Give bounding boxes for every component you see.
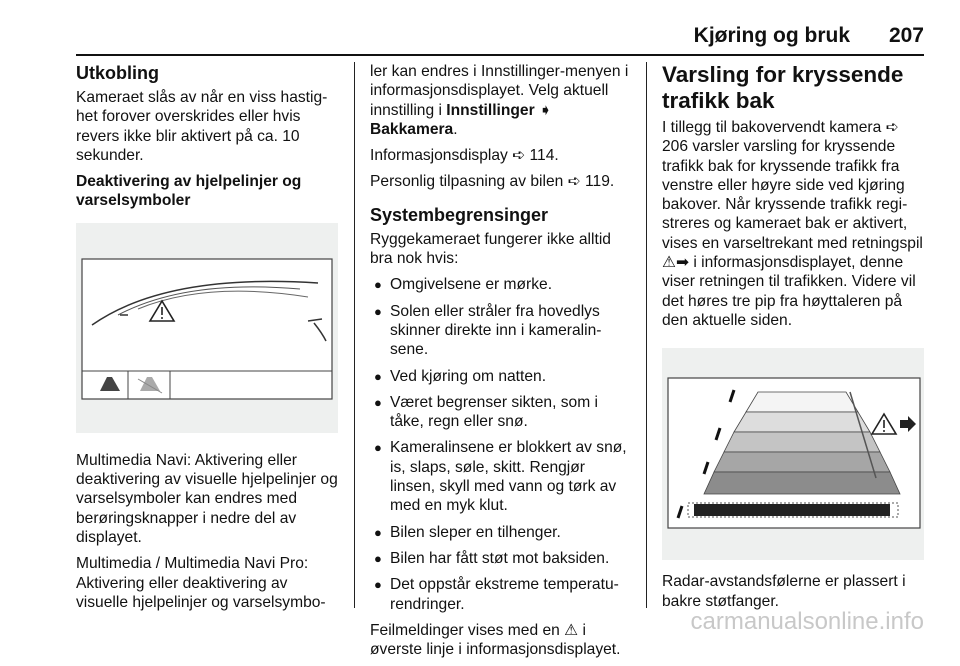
warning-triangle-icon <box>148 299 176 322</box>
heading-cross-traffic-alert: Varsling for kryssende trafikk bak <box>662 62 904 113</box>
section-title: Kjøring og bruk <box>693 24 850 47</box>
display-frame <box>81 258 333 400</box>
cross-traffic-display-illustration <box>662 348 924 561</box>
page-header: Kjøring og bruk 207 <box>0 0 960 56</box>
paragraph-utkobling: Kameraet slås av når en viss hastig-het … <box>76 89 328 164</box>
error-message-note: Feilmeldinger vises med en ⚠ i øverste l… <box>370 621 621 659</box>
header-rule <box>76 54 924 56</box>
limitations-intro: Ryggekameraet fungerer ikke alltid bra n… <box>370 230 611 268</box>
list-item: Solen eller stråler fra hovedlys skinner… <box>370 302 634 360</box>
column-2: ler kan endres i Innstillinger-menyen i … <box>370 62 634 666</box>
list-item: Bilen har fått støt mot baksiden. <box>370 549 634 569</box>
paragraph-radar-sensors: Radar-avstandsfølerne er plassert i bakr… <box>662 573 906 610</box>
heading-systembegrensinger: Systembegrensinger <box>370 204 549 225</box>
column-3: Varsling for kryssende trafikk bak I til… <box>662 62 924 618</box>
list-item: Omgivelsene er mørke. <box>370 275 634 295</box>
guideline-display-illustration <box>76 222 338 433</box>
paragraph-multimedia-navi: Multimedia Navi: Aktivering eller deakti… <box>76 451 338 546</box>
watermark: carmanualsonline.info <box>690 608 924 635</box>
list-item: Kameralinsene er blokkert av snø, is, sl… <box>370 438 634 515</box>
list-item: Bilen sleper en tilhenger. <box>370 523 634 543</box>
subheading-deactivation: Deaktivering av hjelpelinjer og varselsy… <box>76 173 302 210</box>
column-1: Utkobling Kameraet slås av når en viss h… <box>76 62 338 619</box>
page-number: 207 <box>888 24 924 47</box>
heading-utkobling: Utkobling <box>76 63 159 83</box>
guidelines-on-icon <box>100 376 120 391</box>
paragraph-multimedia-pro: Multimedia / Multimedia Navi Pro: Aktive… <box>76 555 326 611</box>
guidelines-off-icon <box>137 376 163 394</box>
warning-icon: ⚠ <box>564 621 579 639</box>
paragraph-settings: ler kan endres i Innstillinger-menyen i … <box>370 63 629 138</box>
list-item: Ved kjøring om natten. <box>370 367 634 387</box>
list-item: Det oppstår ekstreme temperatu-rendringe… <box>370 575 634 614</box>
list-item: Været begrenser sikten, som i tåke, regn… <box>370 393 634 432</box>
right-guideline <box>849 392 877 479</box>
reference-personalization: Personlig tilpasning av bilen ➪ 119. <box>370 173 615 191</box>
column-divider-1 <box>354 62 355 608</box>
guideline-curve <box>91 280 319 326</box>
paragraph-cross-traffic: I tillegg til bakovervendt kamera ➪ 206 … <box>662 119 923 329</box>
limitations-list: Omgivelsene er mørke. Solen eller stråle… <box>370 275 634 613</box>
left-guideline <box>728 389 736 403</box>
reference-info-display: Informasjonsdisplay ➪ 114. <box>370 147 559 165</box>
arrow-right-icon: ➧ <box>539 101 553 119</box>
distance-bar <box>694 504 890 517</box>
warning-arrow-icon <box>870 412 916 436</box>
column-divider-2 <box>646 62 647 608</box>
